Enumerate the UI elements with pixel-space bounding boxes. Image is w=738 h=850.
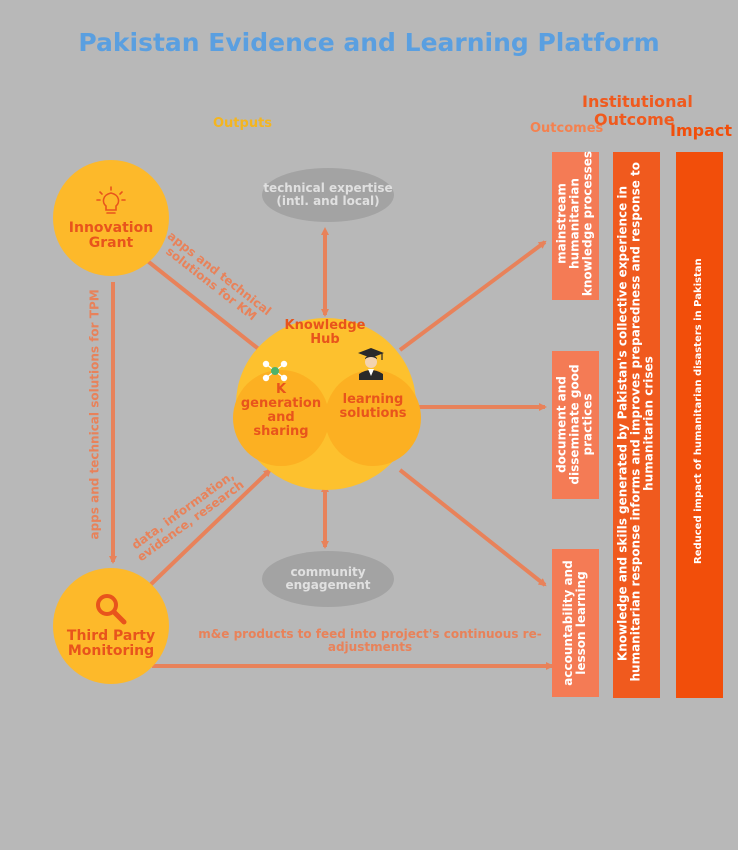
- graduate-icon: [358, 348, 384, 380]
- outcome-text-1: mainstream humanitarian knowledge proces…: [555, 149, 595, 299]
- k-generation-text: K generation and sharing: [233, 383, 329, 439]
- outcome-box-1: [552, 152, 599, 300]
- innovation-grant-line2: Grant: [88, 234, 134, 251]
- outcome-2-line3: practices: [580, 393, 595, 456]
- impact-text: Reduced impact of humanitarian disasters…: [693, 258, 704, 564]
- community-engagement-line1: community: [290, 565, 366, 579]
- community-engagement-line2: engagement: [285, 578, 371, 592]
- k-generation-line1: K: [275, 382, 287, 397]
- arrow-tpm-to-hub: [143, 468, 272, 592]
- k-generation-circle: [233, 370, 329, 466]
- impact-header: Impact: [670, 121, 733, 140]
- knowledge-hub-line1: Knowledge: [284, 318, 366, 333]
- lightbulb-icon: [96, 185, 126, 214]
- innovation-grant-line1: Innovation: [68, 219, 154, 236]
- knowledge-hub-title: Knowledge Hub: [270, 319, 380, 347]
- learning-solutions-circle: [325, 370, 421, 466]
- edge-label-apps-tpm: apps and technical solutions for TPM: [87, 289, 102, 540]
- institutional-header-line1: Institutional: [582, 92, 693, 111]
- network-icon: [262, 360, 288, 382]
- technical-expertise-node: technical expertise (intl. and local): [262, 168, 394, 222]
- outputs-header: Outputs: [213, 116, 273, 131]
- third-party-line1: Third Party: [66, 628, 156, 644]
- k-generation-line3: and: [267, 410, 295, 425]
- outcome-3-line2: lesson learning: [574, 571, 588, 675]
- institutional-header-line2: Outcome: [594, 110, 675, 129]
- learning-solutions-text: learning solutions: [325, 393, 421, 421]
- page-title: Pakistan Evidence and Learning Platform: [78, 28, 660, 57]
- community-engagement-node: community engagement: [262, 551, 394, 607]
- learning-solutions-line2: solutions: [339, 406, 407, 421]
- arrow-innovation-to-hub: [138, 253, 277, 364]
- arrow-hub-to-outcome1: [398, 240, 547, 352]
- institutional-outcome-box: [613, 152, 660, 698]
- third-party-monitoring-node: Third Party Monitoring: [53, 568, 169, 684]
- k-generation-line4: sharing: [253, 424, 309, 439]
- edge-label-me-products-line1: m&e products to feed into project's cont…: [198, 627, 542, 641]
- outcome-text-3: accountability and lesson learning: [561, 548, 588, 698]
- k-generation-line2: generation: [240, 396, 322, 411]
- institutional-outcome-text: Knowledge and skills generated by Pakist…: [616, 162, 656, 682]
- impact-box: [676, 152, 723, 698]
- learning-solutions-line1: learning: [342, 392, 404, 407]
- outcome-box-2: [552, 351, 599, 499]
- technical-expertise-line2: (intl. and local): [276, 194, 380, 208]
- technical-expertise-line1: technical expertise: [263, 181, 393, 195]
- institutional-outcome-line3: humanitarian crises: [641, 356, 656, 491]
- outcome-1-line3: knowledge processes: [580, 150, 595, 297]
- outcome-text-2: document and disseminate good practices: [555, 350, 595, 500]
- third-party-line2: Monitoring: [67, 643, 155, 659]
- knowledge-hub-line2: Hub: [310, 332, 340, 347]
- edge-label-me-products-line2: adjustments: [327, 640, 413, 654]
- arrow-hub-to-outcome3: [398, 468, 547, 587]
- outcomes-header: Outcomes: [530, 121, 604, 136]
- magnifier-icon: [96, 594, 127, 625]
- outcome-box-3: [552, 549, 599, 697]
- edge-label-me-products: m&e products to feed into project's cont…: [185, 628, 555, 654]
- innovation-grant-node: Innovation Grant: [53, 160, 169, 276]
